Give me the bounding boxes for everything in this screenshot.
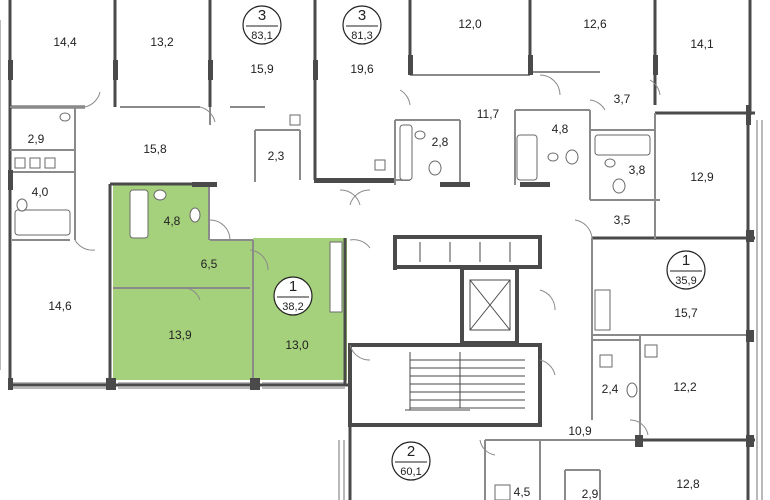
room-area: 15,9 [250,62,274,76]
washer [599,354,613,368]
washbasin-icon [414,130,426,140]
apartment-badge[interactable]: 1 38,2 [273,276,313,316]
stair-lift-core [348,235,542,427]
room-area: 2,8 [432,135,449,149]
kitchen-counter [594,289,611,331]
highlight-kitchen [113,288,253,380]
bathroom-fixtures [14,112,658,500]
badge-area: 83,1 [251,30,272,42]
toilet-icon [428,160,442,176]
columns [8,55,754,447]
room-area: 12,0 [458,17,482,31]
room-area: 3,5 [614,213,631,227]
bathtub [14,209,71,236]
room-area-labels: 14,4 13,2 15,9 19,6 12,0 12,6 14,1 2,9 1… [28,17,714,500]
toilet-icon [626,382,638,398]
bathtub [129,189,149,239]
room-area: 2,4 [602,382,619,396]
room-area: 2,3 [268,149,285,163]
bathtub [516,134,538,181]
room-area: 4,5 [514,485,531,499]
badge-room-count: 3 [258,7,266,24]
room-area: 13,2 [150,35,174,49]
room-area: 4,0 [32,185,49,199]
highlight-hall [113,240,253,290]
badge-area: 35,9 [675,275,696,287]
badge-area: 81,3 [351,30,372,42]
badge-room-count: 1 [289,278,297,295]
room-area: 13,0 [285,338,309,352]
room-area: 13,9 [168,328,192,342]
apartment-badge[interactable]: 3 83,1 [242,5,282,45]
toilet-icon [565,149,579,165]
room-area: 4,8 [164,214,181,228]
room-area: 14,1 [690,37,714,51]
apartment-badge[interactable]: 3 81,3 [342,5,382,45]
washbasin-icon [604,158,616,168]
badge-room-count: 2 [407,443,415,460]
badge-room-count: 3 [358,7,366,24]
badge-area: 38,2 [282,301,303,313]
room-area: 10,9 [568,424,592,438]
washer [44,157,56,169]
room-area: 12,2 [673,380,697,394]
toilet-icon [189,207,201,223]
washer [29,157,41,169]
room-area: 14,6 [48,299,72,313]
room-area: 12,9 [690,170,714,184]
apartment-badge[interactable]: 2 60,1 [391,441,431,481]
room-area: 12,6 [583,17,607,31]
washbasin-icon [59,112,71,122]
room-area: 12,8 [676,477,700,491]
washbasin-icon [153,189,167,201]
room-area: 15,7 [674,306,698,320]
partitions [10,71,748,500]
washer [374,159,386,171]
room-area: 2,9 [582,487,599,500]
bathtub [399,124,413,181]
room-area: 19,6 [350,62,374,76]
room-area: 3,8 [629,163,646,177]
washer [289,114,301,126]
apartment-badge[interactable]: 1 35,9 [666,250,706,290]
lift-shaft-block [393,235,542,269]
washbasin-icon [547,152,559,162]
room-area: 14,4 [53,35,77,49]
room-area: 6,5 [201,257,218,271]
room-area: 4,8 [552,122,569,136]
door-swings [74,74,661,456]
washer [644,344,658,358]
apartment-badges: 3 83,1 3 81,3 1 38,2 1 35,9 2 60,1 [242,5,706,481]
windows [0,20,763,500]
badge-room-count: 1 [682,252,690,269]
stairwell [348,343,542,427]
badge-area: 60,1 [400,466,421,478]
toilet-icon [612,178,626,194]
room-area: 2,9 [28,132,45,146]
washer [14,157,26,169]
room-area: 15,8 [143,142,167,156]
kitchen-counter [329,241,343,313]
room-area: 3,7 [614,92,631,106]
bathtub [594,134,651,156]
washer [494,484,511,500]
toilet-icon [16,198,28,212]
room-area: 11,7 [477,107,500,121]
